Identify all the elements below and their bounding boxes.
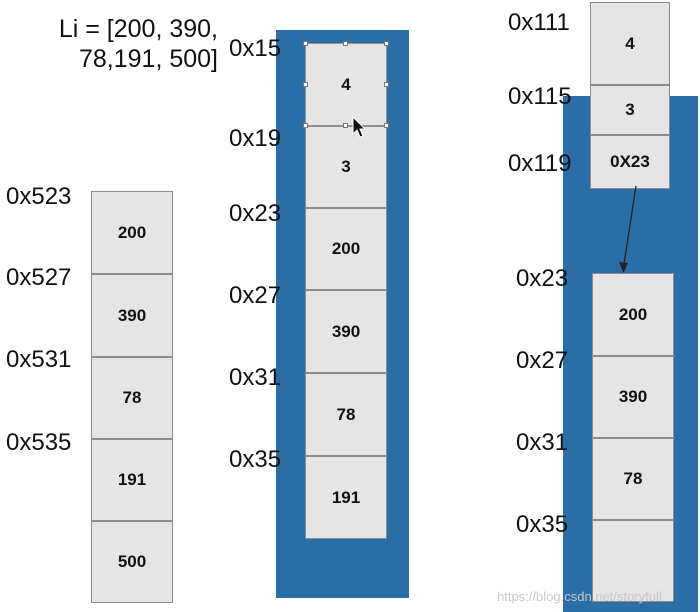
memory-cell: 3 xyxy=(590,85,670,135)
address-label: 0x535 xyxy=(6,429,72,456)
resize-handle[interactable] xyxy=(303,82,308,87)
address-label: 0x527 xyxy=(6,264,72,291)
resize-handle[interactable] xyxy=(343,41,348,46)
memory-cell: 200 xyxy=(91,191,173,274)
memory-cell[interactable]: 4 xyxy=(305,43,387,126)
memory-cell: 200 xyxy=(305,208,387,290)
address-label: 0x23 xyxy=(229,200,282,227)
address-label: 0x531 xyxy=(6,346,72,373)
list-definition-title: Li = [200, 390, 78,191, 500] xyxy=(28,14,218,74)
memory-cell: 3 xyxy=(305,126,387,208)
memory-cell xyxy=(592,520,674,602)
memory-cell: 78 xyxy=(592,438,674,520)
memory-cell: 390 xyxy=(592,356,674,438)
pointer-arrow xyxy=(619,185,637,273)
memory-cell: 390 xyxy=(305,290,387,373)
resize-handle[interactable] xyxy=(343,123,348,128)
address-label: 0x23 xyxy=(516,265,569,292)
title-line-2: 78,191, 500] xyxy=(78,45,218,73)
watermark: https://blog.csdn.net/storyfull xyxy=(497,589,662,604)
address-label: 0x27 xyxy=(229,282,282,309)
address-label: 0x115 xyxy=(508,83,572,110)
memory-cell: 390 xyxy=(91,274,173,357)
memory-cell: 78 xyxy=(91,357,173,439)
address-label: 0x35 xyxy=(229,446,282,473)
resize-handle[interactable] xyxy=(384,82,389,87)
address-label: 0x35 xyxy=(516,511,569,538)
memory-cell: 191 xyxy=(91,439,173,521)
mouse-cursor-icon xyxy=(352,116,367,138)
resize-handle[interactable] xyxy=(384,123,389,128)
memory-cell: 200 xyxy=(592,273,674,356)
resize-handle[interactable] xyxy=(303,41,308,46)
address-label: 0x19 xyxy=(229,125,282,152)
title-line-1: Li = [200, 390, xyxy=(58,15,218,43)
address-label: 0x111 xyxy=(508,9,570,36)
memory-cell: 0X23 xyxy=(590,135,670,189)
memory-cell: 78 xyxy=(305,373,387,456)
resize-handle[interactable] xyxy=(303,123,308,128)
resize-handle[interactable] xyxy=(384,41,389,46)
memory-cell: 4 xyxy=(590,2,670,85)
selection-frame[interactable] xyxy=(305,43,387,126)
address-label: 0x27 xyxy=(516,347,569,374)
address-label: 0x119 xyxy=(508,150,572,177)
address-label: 0x523 xyxy=(6,183,72,210)
address-label: 0x15 xyxy=(229,35,282,62)
memory-cell: 191 xyxy=(305,456,387,539)
address-label: 0x31 xyxy=(516,429,569,456)
address-label: 0x31 xyxy=(229,364,282,391)
memory-cell: 500 xyxy=(91,521,173,603)
